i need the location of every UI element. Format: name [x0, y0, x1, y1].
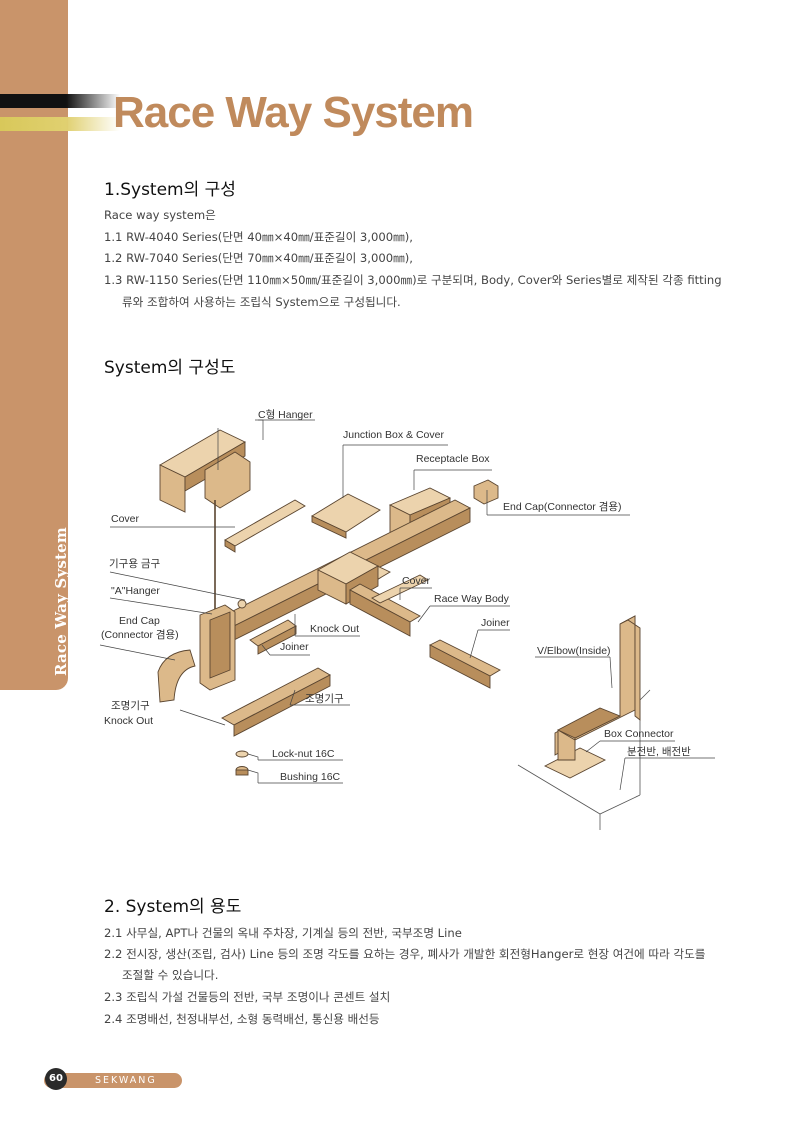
section2-line: 2.2 전시장, 생산(조립, 검사) Line 등의 조명 각도를 요하는 경… — [104, 947, 706, 961]
bushing-part — [235, 766, 249, 776]
label-panel: 분전반, 배전반 — [627, 746, 691, 758]
section2-line: 조절할 수 있습니다. — [122, 968, 219, 982]
section1-line: 1.3 RW-1150 Series(단면 110㎜×50㎜/표준길이 3,00… — [104, 273, 722, 287]
footer-bar — [44, 1073, 182, 1088]
end-cap-top-part — [473, 479, 499, 505]
joiner-right-part — [429, 639, 501, 689]
section1-heading: 1.System의 구성 — [104, 180, 236, 200]
label-lighting-fixture: 조명기구 — [305, 693, 344, 705]
label-end-cap-top: End Cap(Connector 겸용) — [503, 501, 622, 513]
label-c-hanger: C형 Hanger — [258, 409, 313, 421]
label-lighting-knockout-2: Knock Out — [104, 715, 153, 727]
label-bushing: Bushing 16C — [280, 771, 341, 783]
lighting-fixture-part — [221, 667, 331, 737]
section2-heading: 2. System의 용도 — [104, 897, 242, 917]
section2-line: 2.3 조립식 가설 건물등의 전반, 국부 조명이나 콘센트 설치 — [104, 990, 391, 1004]
system-diagram: .pf { fill:#dcb98a; stroke:#5a4530; stro… — [99, 409, 715, 830]
label-v-elbow: V/Elbow(Inside) — [537, 645, 611, 657]
label-cover-mid: Cover — [402, 575, 431, 587]
diagram-heading: System의 구성도 — [104, 358, 236, 378]
label-junction-box: Junction Box & Cover — [343, 429, 444, 441]
branch-body-part — [349, 583, 421, 637]
label-knock-out: Knock Out — [310, 623, 359, 635]
section1-line: 1.1 RW-4040 Series(단면 40㎜×40㎜/표준길이 3,000… — [104, 230, 413, 244]
section1-line: 1.2 RW-7040 Series(단면 70㎜×40㎜/표준길이 3,000… — [104, 251, 413, 265]
junction-box-cover-part — [311, 493, 381, 539]
sidebar-label: Race Way System — [52, 527, 70, 676]
label-joiner-right: Joiner — [481, 617, 510, 629]
v-elbow-part — [556, 615, 641, 761]
label-a-hanger: "A"Hanger — [111, 585, 160, 597]
header-stripe-black — [0, 94, 120, 108]
fixture-bracket-part — [237, 599, 247, 609]
footer-brand: SEKWANG — [95, 1075, 157, 1086]
label-lock-nut: Lock-nut 16C — [272, 748, 335, 760]
section2-line: 2.1 사무실, APT나 건물의 옥내 주차장, 기계실 등의 전반, 국부조… — [104, 926, 462, 940]
header-stripe-yellow — [0, 117, 120, 131]
label-joiner-left: Joiner — [280, 641, 309, 653]
lock-nut-part — [235, 750, 249, 758]
a-hanger-part — [199, 604, 236, 691]
label-end-cap-left-2: (Connector 겸용) — [101, 629, 179, 641]
label-end-cap-left-1: End Cap — [119, 615, 160, 627]
label-cover-left: Cover — [111, 513, 140, 525]
label-box-connector: Box Connector — [604, 728, 674, 740]
section2-line: 2.4 조명배선, 천정내부선, 소형 동력배선, 통신용 배선등 — [104, 1012, 380, 1026]
cover-left-part — [224, 499, 306, 553]
label-lighting-knockout-1: 조명기구 — [111, 700, 150, 712]
label-receptacle-box: Receptacle Box — [416, 453, 490, 465]
page-title: Race Way System — [113, 88, 474, 137]
label-fixture-bracket: 기구용 금구 — [109, 558, 161, 570]
section1-line: 류와 조합하여 사용하는 조립식 System으로 구성됩니다. — [122, 295, 401, 309]
label-race-way-body: Race Way Body — [434, 593, 510, 605]
joiner-left-part — [249, 619, 297, 655]
end-cap-left-part — [157, 649, 196, 703]
page-number: 60 — [45, 1068, 67, 1090]
side-bar — [0, 0, 68, 690]
section1-line: Race way system은 — [104, 208, 216, 222]
c-hanger-part — [159, 428, 251, 513]
